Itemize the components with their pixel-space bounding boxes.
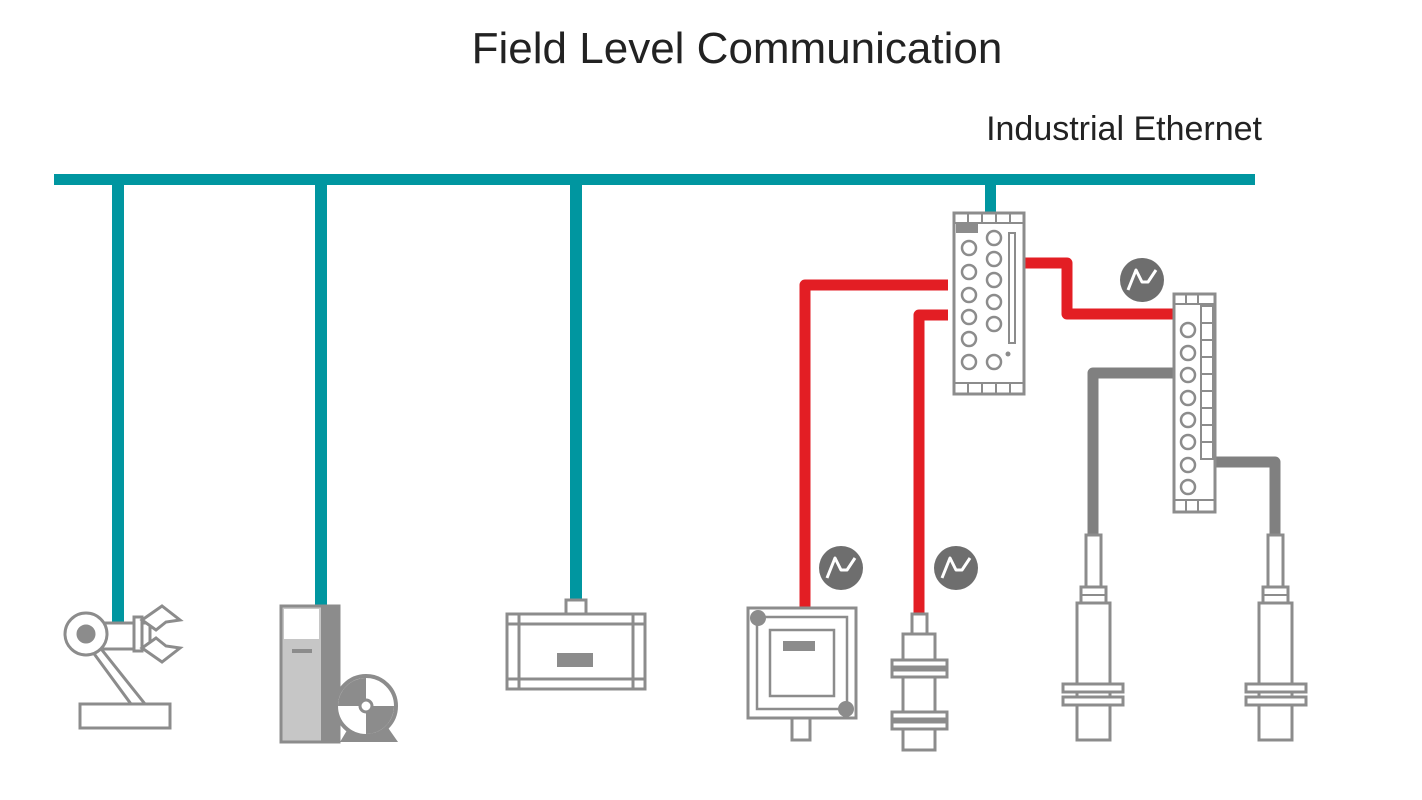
ethernet-bus <box>54 174 1255 185</box>
field-device-box-icon <box>505 598 647 691</box>
ethernet-drop-io-link-master <box>985 180 996 214</box>
robot-arm-icon <box>63 604 184 730</box>
io-link-signal-icon-actuator <box>819 546 863 590</box>
sensor-cable-1 <box>1087 367 1174 535</box>
io-link-cable-hub <box>1024 257 1174 320</box>
sensor-cables <box>1087 367 1281 535</box>
sensor-cable-2 <box>1215 456 1281 535</box>
ethernet-network <box>54 174 1255 622</box>
io-link-master-module-icon <box>952 211 1026 396</box>
io-link-cable-actuator <box>799 279 948 608</box>
io-link-hub-module-icon <box>1172 292 1217 514</box>
proximity-sensor-icon-2 <box>1244 533 1308 742</box>
network-label: Industrial Ethernet <box>986 110 1262 148</box>
ethernet-drop-drive <box>315 180 327 608</box>
io-link-signal-icon-sensor <box>934 546 978 590</box>
io-link-sensor-icon <box>890 612 949 752</box>
io-link-cables <box>799 257 1174 614</box>
drive-motor-icon <box>279 604 398 744</box>
diagram-title: Field Level Communication <box>472 24 1003 73</box>
ethernet-drop-robot <box>112 180 124 622</box>
proximity-sensor-icon-1 <box>1061 533 1125 742</box>
io-link-signal-icon-hub <box>1120 258 1164 302</box>
io-link-device-icon <box>746 606 858 742</box>
ethernet-drop-field-device <box>570 180 582 600</box>
io-link-cable-sensor <box>913 309 948 614</box>
